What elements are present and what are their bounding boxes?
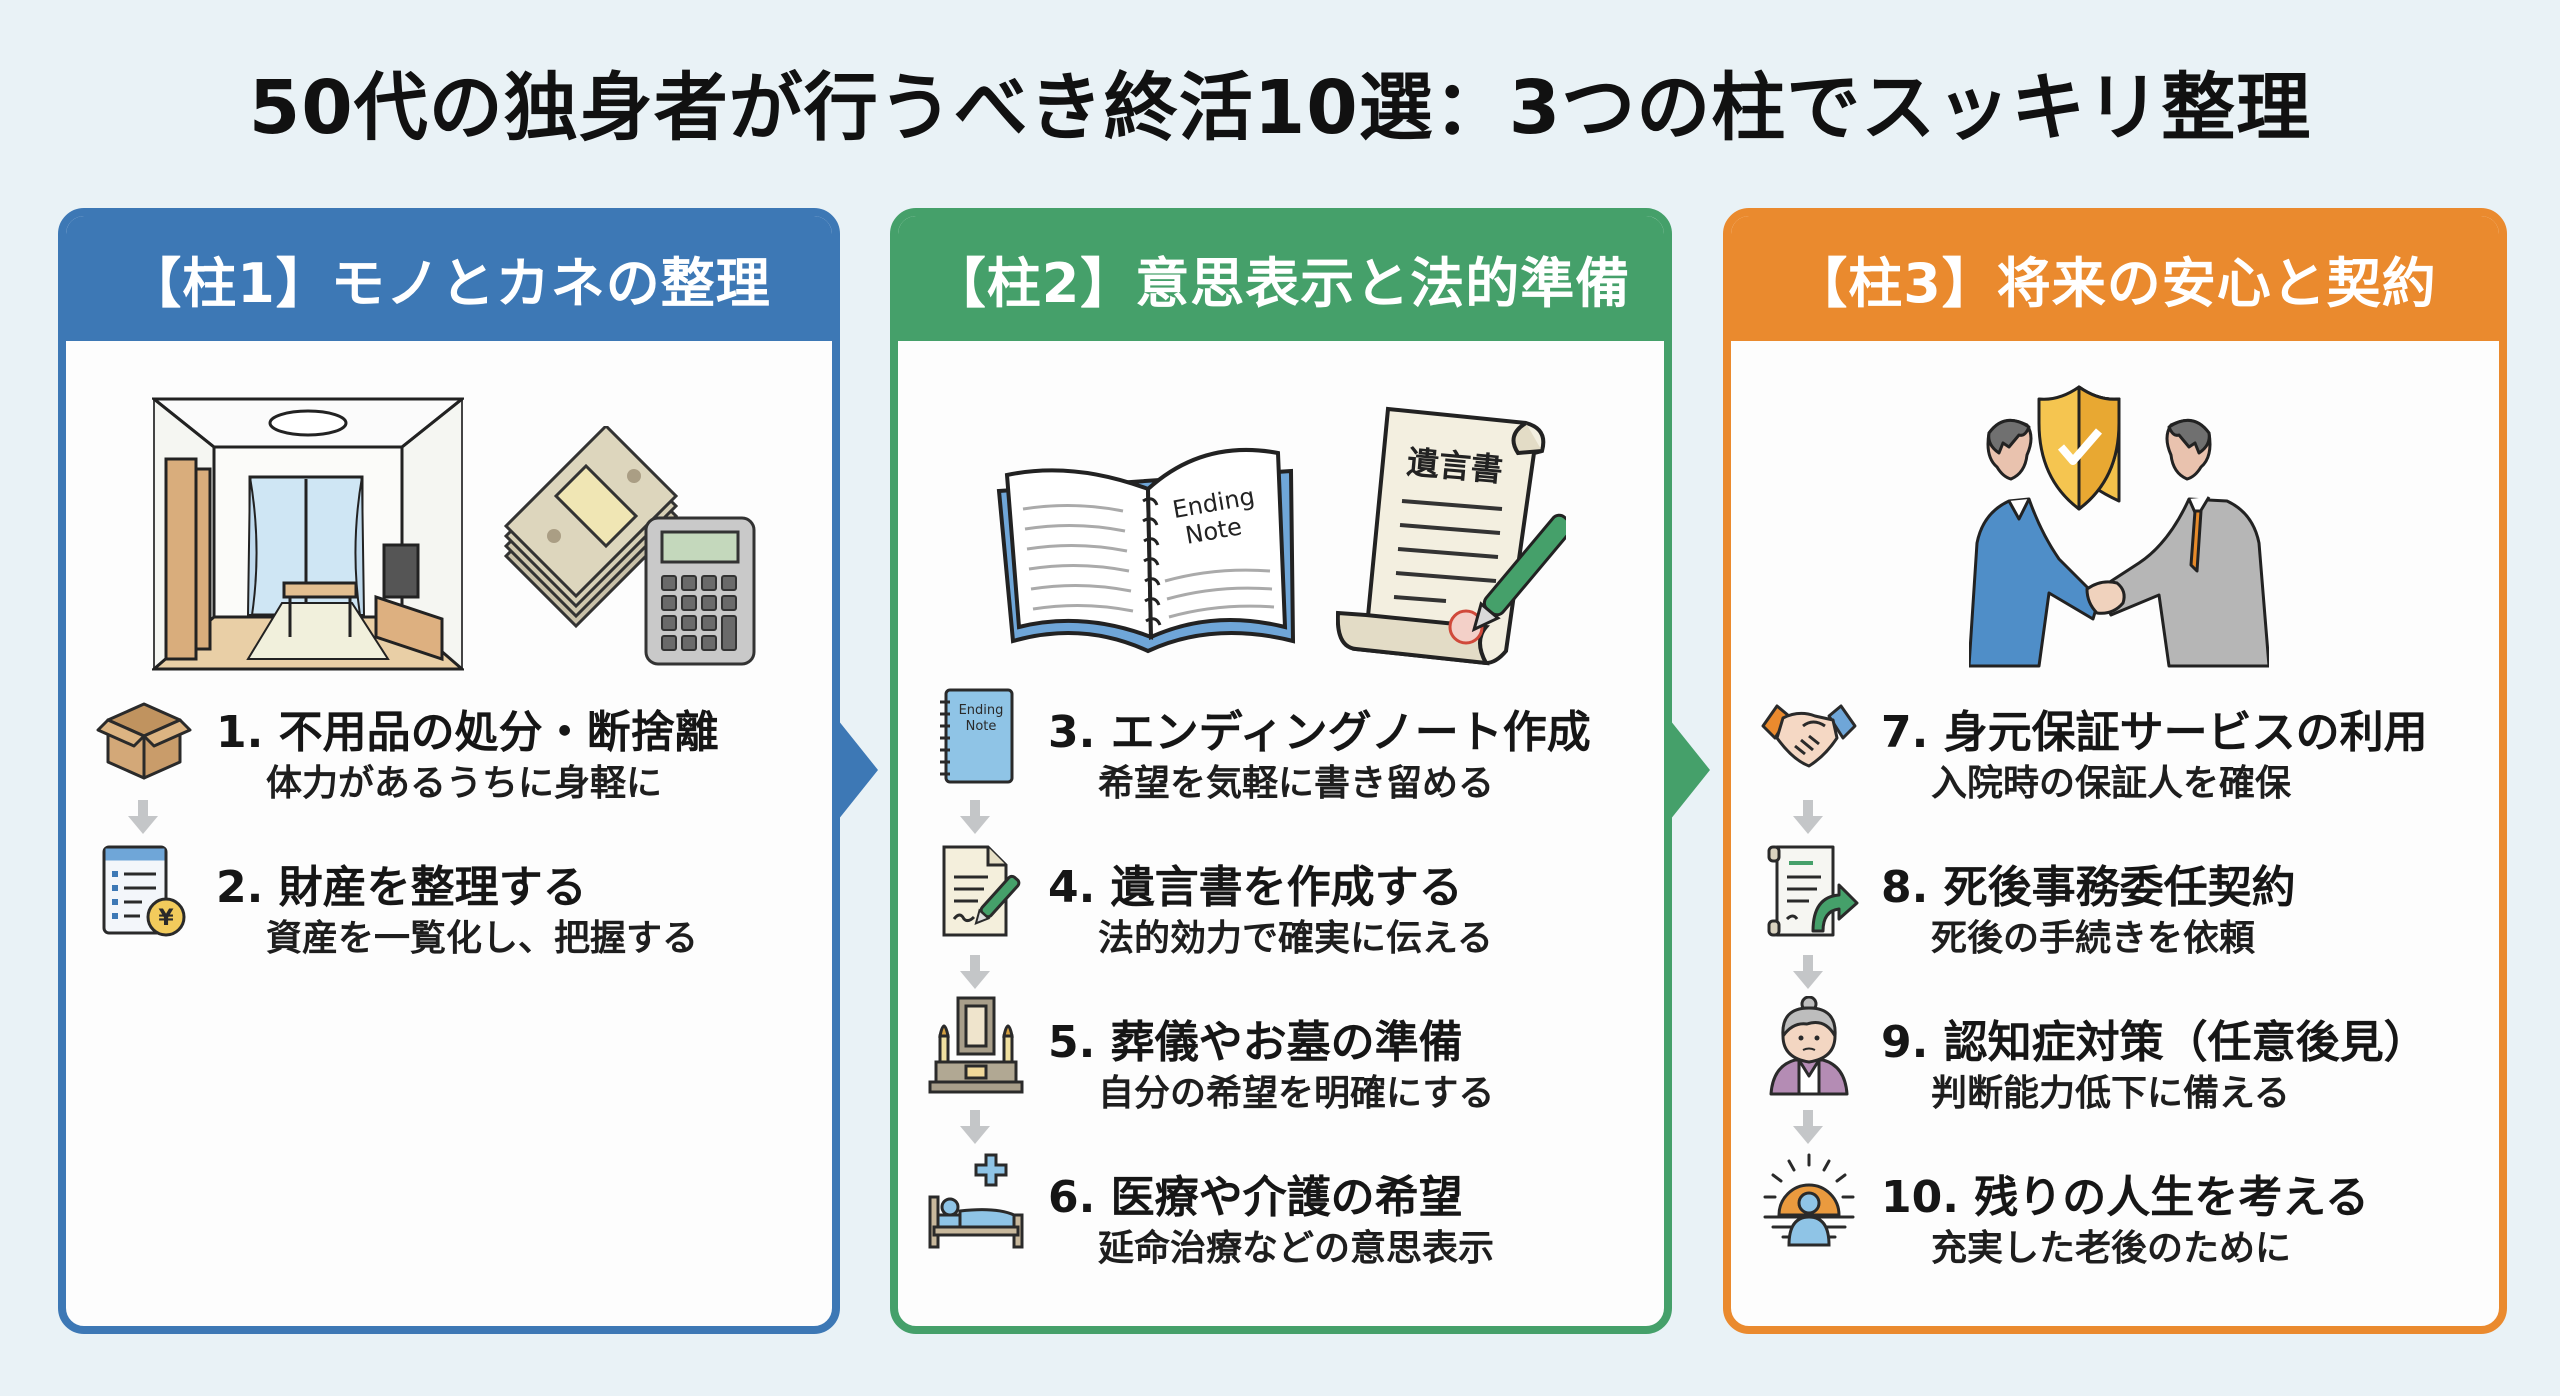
item-subtitle: 入院時の保証人を確保 [1931, 763, 2292, 804]
asset-list-yen-icon: ¥ [94, 841, 194, 941]
pillar-1-items: 1. 不用品の処分・断捨離 体力があるうちに身軽に ¥ 2. 財産を整理する 資… [66, 686, 832, 959]
down-arrow-icon [898, 796, 1664, 841]
down-arrow-icon [66, 796, 832, 841]
item-subtitle: 法的効力で確実に伝える [1098, 918, 1493, 959]
money-calculator-icon [503, 426, 756, 666]
connector-arrow-1-to-2 [838, 720, 878, 820]
item-title: 7. 身元保証サービスの利用 [1881, 707, 2428, 758]
sunrise-person-icon [1759, 1151, 1859, 1251]
down-arrow-icon [1731, 796, 2499, 841]
pillar-2-items: Ending Note 3. エンディングノート作成 希望を気軽に書き留める 4… [898, 686, 1664, 1269]
item-subtitle: 希望を気軽に書き留める [1098, 763, 1495, 804]
item-subtitle: 判断能力低下に備える [1931, 1073, 2290, 1114]
item-title: 3. エンディングノート作成 [1048, 707, 1591, 758]
list-item: 7. 身元保証サービスの利用 入院時の保証人を確保 [1731, 686, 2499, 804]
pillar-3-heading: 【柱3】将来の安心と契約 [1731, 216, 2499, 341]
handshake-shield-icon [1969, 385, 2269, 668]
will-scroll-title: 遺言書 [1405, 443, 1504, 489]
item-subtitle: 延命治療などの意思表示 [1098, 1228, 1495, 1269]
pillar-3-items: 7. 身元保証サービスの利用 入院時の保証人を確保 [1731, 686, 2499, 1269]
svg-text:Note: Note [966, 719, 997, 734]
pillar-1-hero [66, 341, 832, 671]
item-title: 1. 不用品の処分・断捨離 [216, 707, 719, 758]
will-scroll-pen-icon: 遺言書 [1336, 406, 1566, 666]
down-arrow-icon [898, 1106, 1664, 1151]
svg-text:¥: ¥ [158, 906, 174, 931]
page-title: 50代の独身者が行うべき終活10選：3つの柱でスッキリ整理 [248, 65, 2312, 151]
list-item: 1. 不用品の処分・断捨離 体力があるうちに身軽に [66, 686, 832, 804]
item-title: 10. 残りの人生を考える [1881, 1172, 2369, 1223]
item-subtitle: 体力があるうちに身軽に [266, 763, 663, 804]
list-item: Ending Note 3. エンディングノート作成 希望を気軽に書き留める [898, 686, 1664, 804]
item-title: 6. 医療や介護の希望 [1048, 1172, 1463, 1223]
list-item: ¥ 2. 財産を整理する 資産を一覧化し、把握する [66, 841, 832, 959]
elderly-woman-icon [1759, 995, 1859, 1096]
hospital-bed-icon [926, 1151, 1026, 1251]
svg-text:Ending: Ending [959, 703, 1004, 718]
down-arrow-icon [898, 951, 1664, 996]
contract-forward-icon [1759, 841, 1859, 941]
item-subtitle: 充実した老後のために [1931, 1228, 2292, 1269]
cardboard-box-icon [94, 686, 194, 786]
ending-note-book-icon: Ending Note [996, 447, 1296, 654]
pillar-3-card: 【柱3】将来の安心と契約 [1723, 208, 2507, 1334]
list-item: 9. 認知症対策（任意後見） 判断能力低下に備える [1731, 995, 2499, 1114]
item-title: 4. 遺言書を作成する [1048, 862, 1463, 913]
list-item: 8. 死後事務委任契約 死後の手続きを依頼 [1731, 841, 2499, 959]
item-title: 8. 死後事務委任契約 [1881, 862, 2296, 913]
pillar-2-heading: 【柱2】意思表示と法的準備 [898, 216, 1664, 341]
document-pen-icon [926, 841, 1026, 941]
pillar-2-hero: Ending Note 遺言書 [898, 341, 1664, 671]
tidy-room-icon [152, 397, 464, 671]
pillar-1-card: 【柱1】モノとカネの整理 [58, 208, 840, 1334]
ending-note-icon: Ending Note [926, 686, 1026, 786]
down-arrow-icon [1731, 951, 2499, 996]
item-title: 2. 財産を整理する [216, 862, 587, 913]
item-subtitle: 死後の手続きを依頼 [1931, 918, 2256, 959]
list-item: 10. 残りの人生を考える 充実した老後のために [1731, 1151, 2499, 1269]
item-title: 5. 葬儀やお墓の準備 [1048, 1017, 1463, 1068]
list-item: 4. 遺言書を作成する 法的効力で確実に伝える [898, 841, 1664, 959]
pillar-1-heading: 【柱1】モノとカネの整理 [66, 216, 832, 341]
handshake-icon [1759, 686, 1859, 786]
down-arrow-icon [1731, 1106, 2499, 1151]
item-subtitle: 自分の希望を明確にする [1098, 1073, 1495, 1114]
pillar-3-hero [1731, 341, 2499, 671]
item-title: 9. 認知症対策（任意後見） [1881, 1017, 2428, 1068]
pillar-2-card: 【柱2】意思表示と法的準備 Ending Note 遺言書 [890, 208, 1672, 1334]
altar-icon [926, 996, 1026, 1096]
connector-arrow-2-to-3 [1670, 720, 1710, 820]
item-subtitle: 資産を一覧化し、把握する [266, 918, 699, 959]
list-item: 6. 医療や介護の希望 延命治療などの意思表示 [898, 1151, 1664, 1269]
list-item: 5. 葬儀やお墓の準備 自分の希望を明確にする [898, 996, 1664, 1114]
